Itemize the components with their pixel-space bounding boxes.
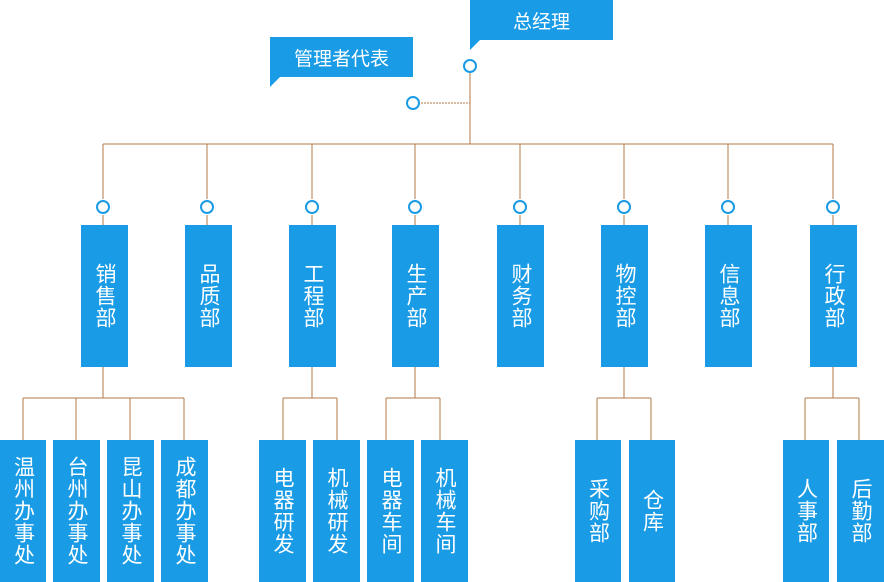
office-taizhou: 台州办事处 xyxy=(53,440,100,582)
unit-warehouse: 仓库 xyxy=(629,440,675,582)
unit-electrical-workshop: 电器车间 xyxy=(367,440,414,582)
unit-purchasing: 采购部 xyxy=(575,440,621,582)
dept-label: 行政部 xyxy=(822,263,846,329)
dept-label: 生产部 xyxy=(404,263,428,329)
dept-finance: 财务部 xyxy=(497,225,544,367)
dept-node xyxy=(826,200,840,214)
general-manager-label: 总经理 xyxy=(470,0,613,50)
unit-electrical-rd: 电器研发 xyxy=(259,440,306,582)
management-rep-node xyxy=(406,96,420,110)
dept-node xyxy=(617,200,631,214)
dept-sales: 销售部 xyxy=(81,225,128,367)
general-manager-text: 总经理 xyxy=(512,10,570,33)
dept-node xyxy=(305,200,319,214)
general-manager-tail xyxy=(470,40,480,50)
sub-label: 台州办事处 xyxy=(65,456,89,566)
dept-materials: 物控部 xyxy=(601,225,648,367)
office-kunshan: 昆山办事处 xyxy=(107,440,154,582)
unit-mechanical-rd: 机械研发 xyxy=(313,440,360,582)
dept-label: 信息部 xyxy=(717,263,741,329)
dept-node xyxy=(200,200,214,214)
sub-label: 昆山办事处 xyxy=(119,456,143,566)
dept-engineering: 工程部 xyxy=(289,225,336,367)
sub-label: 人事部 xyxy=(794,478,819,544)
unit-logistics: 后勤部 xyxy=(837,440,884,582)
dept-admin: 行政部 xyxy=(810,225,857,367)
sub-label: 温州办事处 xyxy=(11,456,36,566)
dept-label: 销售部 xyxy=(93,263,117,329)
dept-label: 品质部 xyxy=(197,263,221,329)
management-rep-tail xyxy=(270,77,280,87)
management-rep-text: 管理者代表 xyxy=(293,47,389,70)
sub-label: 电器研发 xyxy=(271,467,295,555)
sub-label: 后勤部 xyxy=(849,478,873,544)
office-wenzhou: 温州办事处 xyxy=(0,440,46,582)
sub-label: 仓库 xyxy=(640,489,665,533)
unit-hr: 人事部 xyxy=(783,440,829,582)
dept-node xyxy=(721,200,735,214)
sub-label: 机械车间 xyxy=(433,467,457,555)
dept-quality: 品质部 xyxy=(185,225,232,367)
dept-node xyxy=(408,200,422,214)
dept-it: 信息部 xyxy=(705,225,752,367)
management-rep-label: 管理者代表 xyxy=(270,37,413,87)
dept-label: 工程部 xyxy=(301,263,325,329)
dept-production: 生产部 xyxy=(392,225,439,367)
dept-label: 物控部 xyxy=(613,263,637,329)
general-manager-node xyxy=(463,59,477,73)
dept-label: 财务部 xyxy=(509,263,533,329)
dept-node xyxy=(96,200,110,214)
sub-label: 电器车间 xyxy=(379,467,403,555)
sub-label: 机械研发 xyxy=(325,467,349,555)
sub-label: 采购部 xyxy=(586,478,611,544)
sub-label: 成都办事处 xyxy=(173,456,197,566)
office-chengdu: 成都办事处 xyxy=(161,440,208,582)
unit-mechanical-workshop: 机械车间 xyxy=(421,440,468,582)
dept-node xyxy=(513,200,527,214)
